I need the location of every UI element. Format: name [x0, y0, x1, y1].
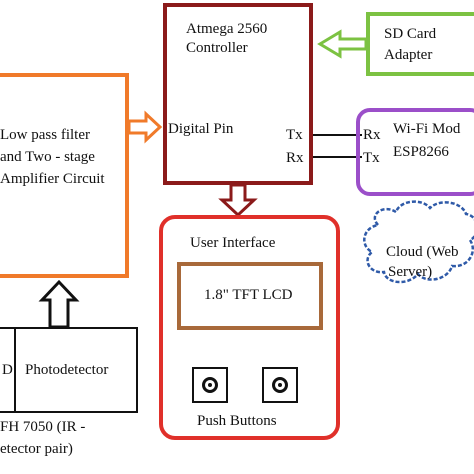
- controller-digital-pin-label: Digital Pin: [168, 121, 234, 137]
- wifi-label-line2: ESP8266: [393, 144, 449, 160]
- controller-title-line1: Atmega 2560: [186, 21, 268, 37]
- led-label-partial: D: [2, 362, 13, 378]
- sd-to-controller-arrow: [317, 29, 368, 59]
- filter-label-line2: and Two - stage: [0, 149, 95, 165]
- push-buttons-label: Push Buttons: [197, 413, 277, 429]
- cloud-shape: [363, 200, 474, 284]
- push-button-left-icon: [202, 377, 218, 393]
- filter-label-line3: Amplifier Circuit: [0, 171, 105, 187]
- controller-tx-label: Tx: [286, 127, 303, 143]
- controller-rx-label: Rx: [286, 150, 304, 166]
- push-button-right: [262, 367, 298, 403]
- sd-card-label-line2: Adapter: [384, 47, 433, 63]
- sensor-caption-line1: FH 7050 (IR -: [0, 419, 86, 435]
- filter-label-line1: Low pass filter: [0, 127, 90, 143]
- wifi-module-block: [356, 108, 474, 196]
- tft-lcd-box: [177, 262, 323, 330]
- controller-block: [163, 3, 313, 185]
- push-button-left: [192, 367, 228, 403]
- photodetector-label: Photodetector: [25, 362, 109, 378]
- wifi-label-line1: Wi-Fi Mod: [393, 121, 461, 137]
- tft-lcd-label: 1.8" TFT LCD: [204, 287, 293, 303]
- wifi-tx-label: Tx: [363, 150, 380, 166]
- sd-card-label-line1: SD Card: [384, 26, 437, 42]
- controller-title-line2: Controller: [186, 40, 248, 56]
- sensor-to-filter-arrow: [38, 279, 80, 329]
- controller-to-ui-arrow: [218, 183, 258, 218]
- photodetector-block: [14, 327, 138, 413]
- filter-to-controller-arrow: [127, 110, 163, 144]
- wifi-rx-label: Rx: [363, 127, 381, 143]
- cloud-label-line1: Cloud (Web: [386, 244, 459, 260]
- filter-amplifier-block: [0, 73, 129, 278]
- push-button-right-icon: [272, 377, 288, 393]
- sd-card-block: [366, 12, 474, 76]
- sensor-caption-line2: etector pair): [0, 441, 73, 457]
- cloud-label-line2: Server): [388, 264, 433, 280]
- user-interface-title: User Interface: [190, 235, 276, 251]
